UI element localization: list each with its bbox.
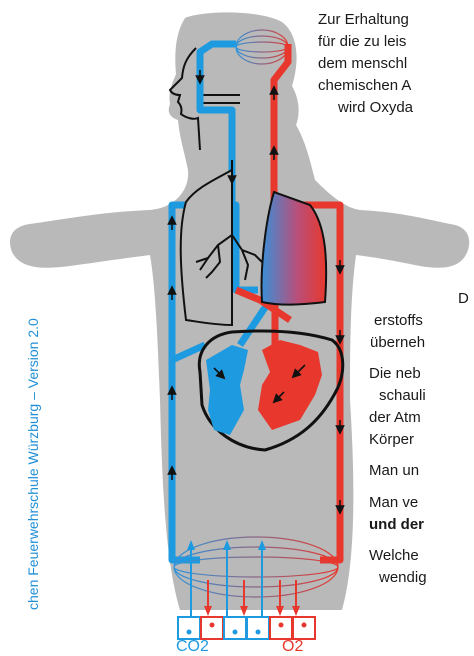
- para-1-line-3: überneh: [370, 333, 425, 353]
- intro-line-3: dem menschl: [318, 54, 407, 74]
- para-1-line-2: erstoffs: [374, 311, 423, 331]
- o2-label: O2: [282, 638, 303, 656]
- para-5-line-1: Welche: [369, 546, 419, 566]
- cell-row: [178, 617, 315, 639]
- para-2-line-4: Körper: [369, 430, 414, 450]
- para-1-line-1: D: [458, 289, 469, 309]
- cell-icon: [224, 617, 246, 639]
- cell-icon: [178, 617, 200, 639]
- co2-label: CO2: [176, 638, 209, 656]
- para-3-line-1: Man un: [369, 461, 419, 481]
- para-4-line-2: und der: [369, 515, 424, 535]
- cell-icon: [247, 617, 269, 639]
- para-2-line-2: schauli: [379, 386, 426, 406]
- cell-icon: [201, 617, 223, 639]
- bold-text: und der: [369, 516, 424, 533]
- intro-line-4: chemischen A: [318, 76, 411, 96]
- intro-line-1: Zur Erhaltung: [318, 10, 409, 30]
- para-5-line-2: wendig: [379, 568, 427, 588]
- intro-line-5: wird Oxyda: [338, 98, 413, 118]
- cell-icon: [293, 617, 315, 639]
- intro-line-2: für die zu leis: [318, 32, 406, 52]
- cell-icon: [270, 617, 292, 639]
- para-2-line-1: Die neb: [369, 364, 421, 384]
- side-label: chen Feuerwehrschule Würzburg – Version …: [25, 318, 41, 610]
- para-4-line-1: Man ve: [369, 493, 418, 513]
- para-2-line-3: der Atm: [369, 408, 421, 428]
